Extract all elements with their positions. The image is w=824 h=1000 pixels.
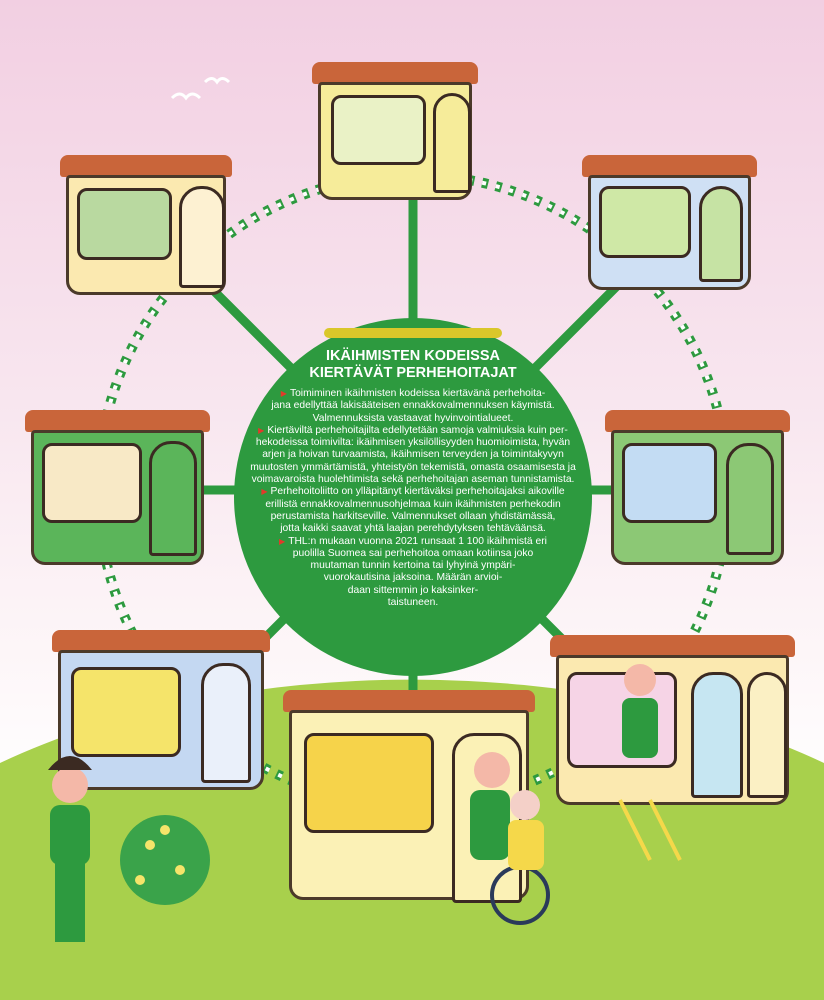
paragraph-line: arjen ja hoivan turvaamista, ikäihmisen … [262,449,564,461]
flowering-bush [120,815,210,905]
paragraph-line: daan sittemmin jo kaksinker- [347,584,479,596]
text-line: taistuneen. [234,597,592,609]
bullet-icon: ▶ [280,389,287,398]
text-line: Valmennuksista vastaavat hyvinvointialue… [234,413,592,425]
paragraph-line: perustamista harkitseville. Valmennukset… [270,510,556,522]
text-line: hekodeissa toimivilta: ikäihmisen yksilö… [234,437,592,449]
text-line: muutosten ymmärtämistä, yhteistyön tekem… [234,462,592,474]
window-cleaner-figure [618,664,682,861]
text-line: ▶Kiertäviltä perhehoitajilta edellytetää… [234,425,592,437]
text-line: erillistä ennakkovalmennusohjelmaa kuin … [234,499,592,511]
info-text: ▶Toimiminen ikäihmisten kodeissa kiertäv… [234,388,592,609]
text-line: jana edellyttää lakisääteisen ennakkoval… [234,400,592,412]
decorative-bar [324,328,502,338]
paragraph-line: muutaman tunnin kertoina tai lyhyinä ymp… [310,560,516,572]
gardener-figure [48,756,92,942]
bullet-icon: ▶ [279,536,286,546]
bullet-icon: ▶ [258,425,265,435]
title-line: KIERTÄVÄT PERHEHOITAJAT [309,365,517,381]
gondola-top-left [60,155,232,295]
paragraph-line: Valmennuksista vastaavat hyvinvointialue… [312,412,514,424]
paragraph-line: erillistä ennakkovalmennusohjelmaa kuin … [265,498,561,510]
text-line: daan sittemmin jo kaksinker- [234,585,592,597]
paragraph-line: puolilla Suomea sai perhehoitoa omaan ko… [292,547,534,559]
gondola-bottom-left [52,630,270,790]
text-line: ▶Toimiminen ikäihmisten kodeissa kiertäv… [234,388,592,400]
gondola-top-right [582,155,757,290]
paragraph-line: vuorokautisina jaksoina. Määrän arvioi- [323,572,503,584]
text-line: perustamista harkitseville. Valmennukset… [234,511,592,523]
paragraph-line: voimavaroista huolehtimista sekä perheho… [251,474,575,486]
gondola-mid-left [25,410,210,565]
text-line: puolilla Suomea sai perhehoitoa omaan ko… [234,548,592,560]
paragraph-line: Perhehoitoliitto on ylläpitänyt kiertävä… [270,486,565,498]
info-circle: IKÄIHMISTEN KODEISSA KIERTÄVÄT PERHEHOIT… [234,318,592,676]
paragraph-line: jotta kaikki saavat yhtä laajan perehdyt… [280,523,546,535]
caregiver-with-wheelchair [470,752,550,925]
info-title: IKÄIHMISTEN KODEISSA KIERTÄVÄT PERHEHOIT… [234,348,592,382]
text-line: jotta kaikki saavat yhtä laajan perehdyt… [234,523,592,535]
gondola-mid-right [605,410,790,565]
paragraph-line: taistuneen. [387,597,439,609]
bird-icon [170,77,231,101]
paragraph-line: hekodeissa toimivilta: ikäihmisen yksilö… [255,437,571,449]
text-line: voimavaroista huolehtimista sekä perheho… [234,474,592,486]
gondola-top [312,62,478,200]
paragraph-line: jana edellyttää lakisääteisen ennakkoval… [271,400,555,412]
text-line: vuorokautisina jaksoina. Määrän arvioi- [234,572,592,584]
text-line: arjen ja hoivan turvaamista, ikäihmisen … [234,449,592,461]
gondola-bottom-right [550,635,795,805]
title-line: IKÄIHMISTEN KODEISSA [325,348,500,364]
text-line: ▶THL:n mukaan vuonna 2021 runsaat 1 100 … [234,536,592,548]
paragraph-line: THL:n mukaan vuonna 2021 runsaat 1 100 i… [288,535,547,547]
text-line: muutaman tunnin kertoina tai lyhyinä ymp… [234,560,592,572]
bullet-icon: ▶ [261,487,268,497]
paragraph-line: Kiertäviltä perhehoitajilta edellytetään… [267,424,568,436]
paragraph-line: muutosten ymmärtämistä, yhteistyön tekem… [250,461,576,473]
paragraph-line: Toimiminen ikäihmisten kodeissa kiertävä… [289,388,546,399]
text-line: ▶Perhehoitoliitto on ylläpitänyt kiertäv… [234,486,592,498]
